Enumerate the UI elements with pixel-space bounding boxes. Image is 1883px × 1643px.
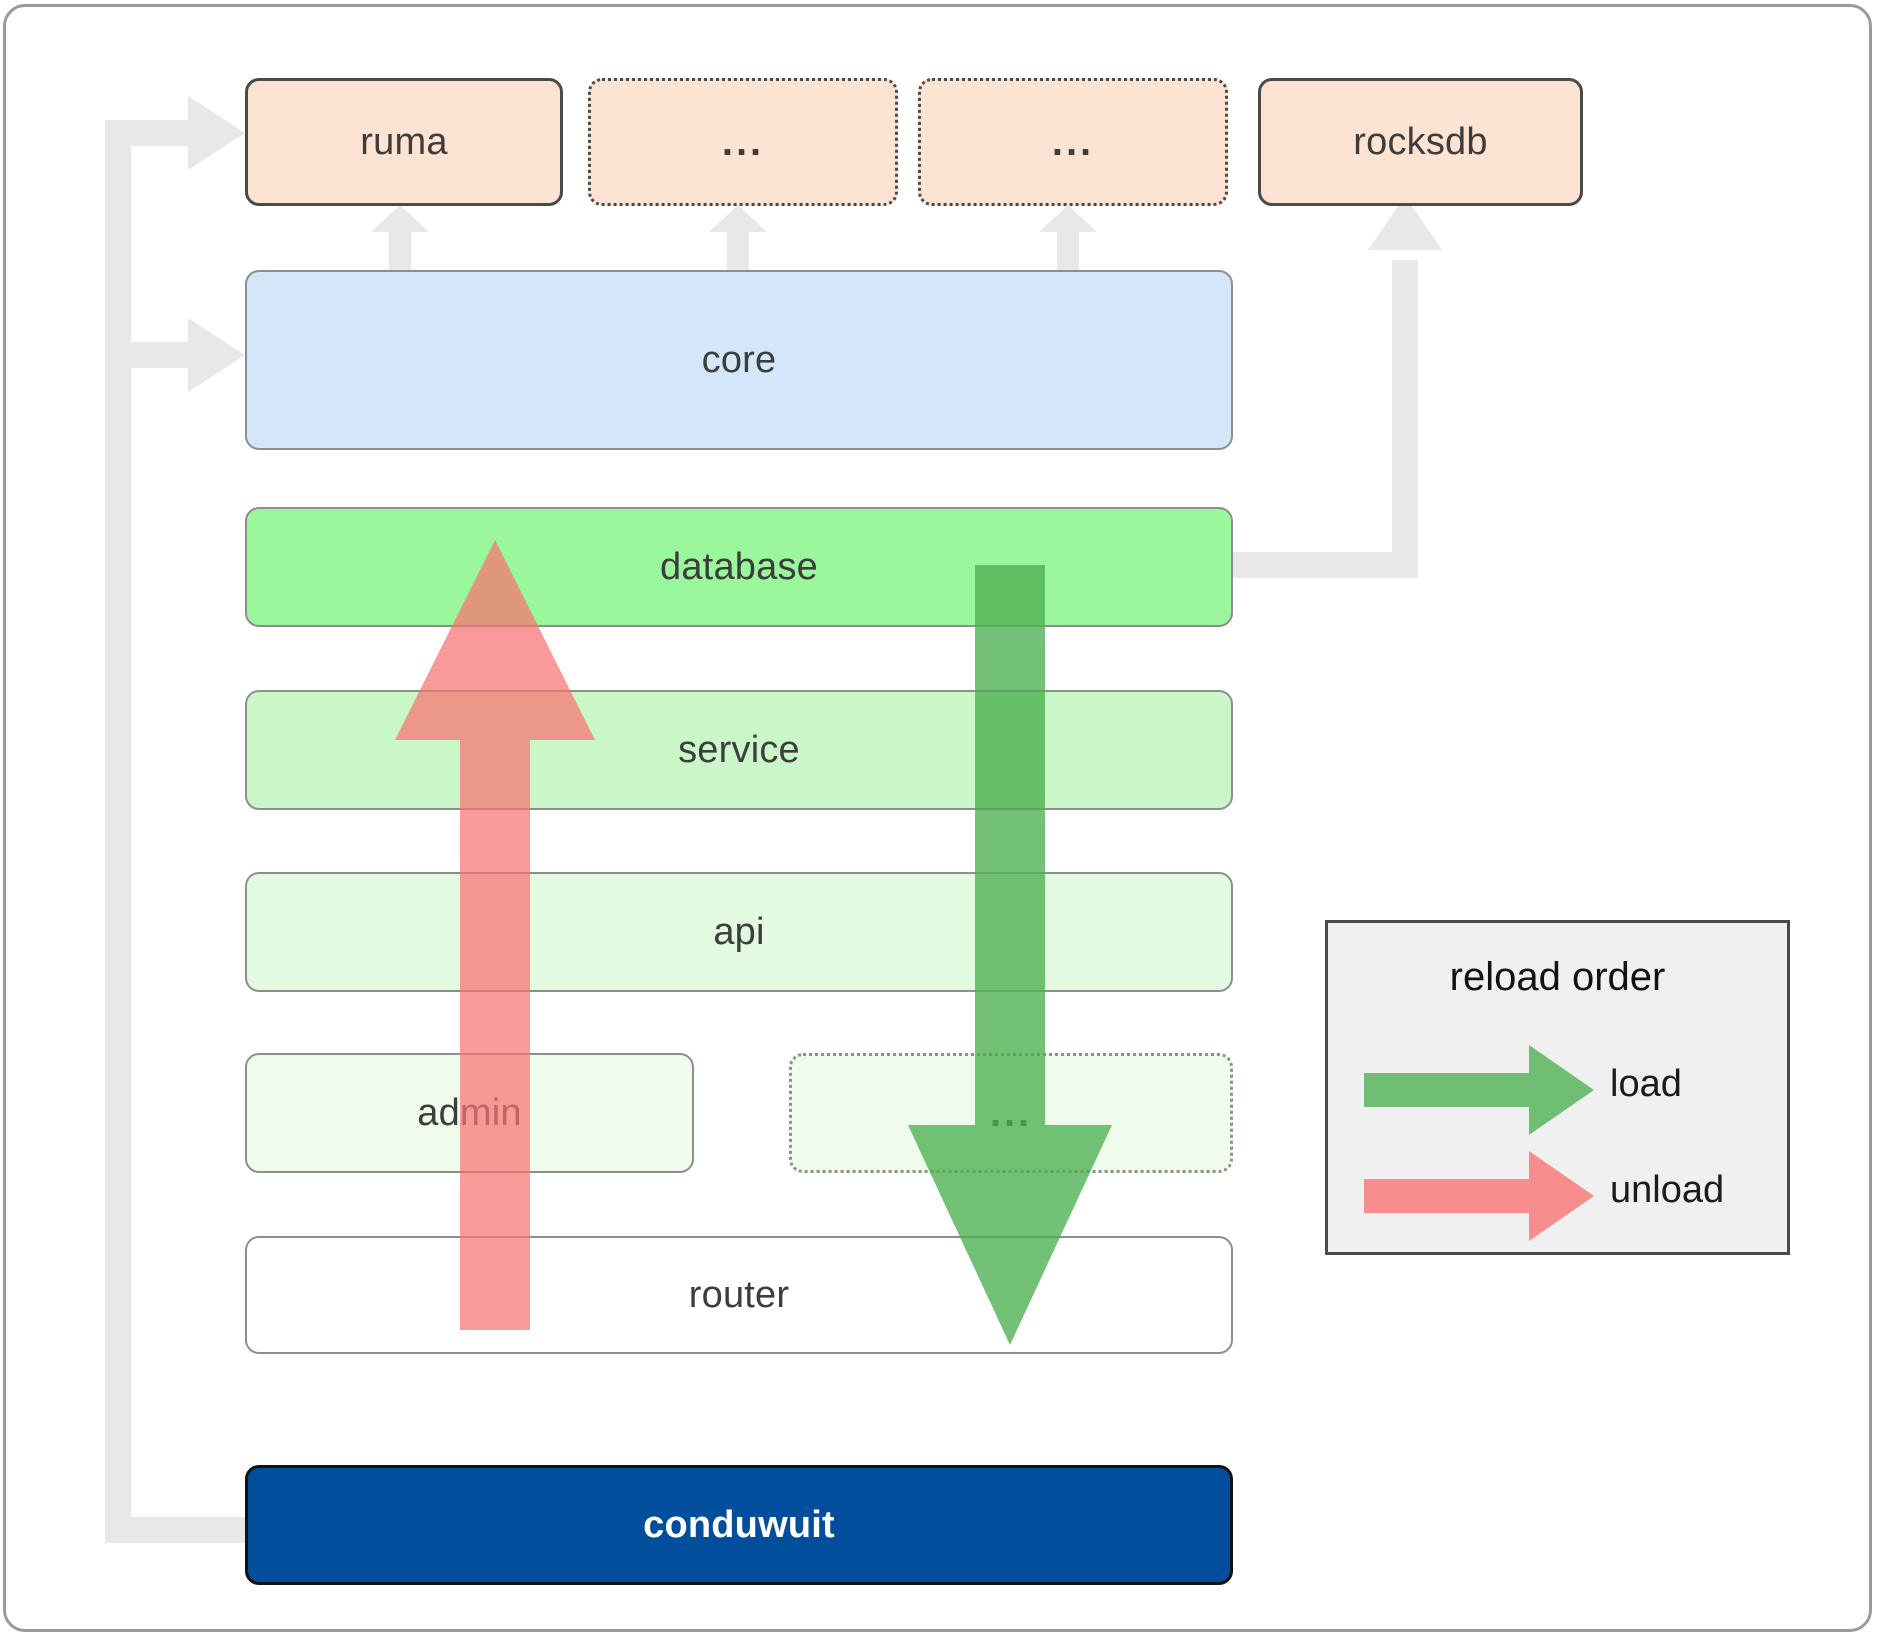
load-flow-arrow — [908, 565, 1112, 1345]
node-top-ellipsis-2[interactable]: ... — [918, 78, 1228, 206]
node-api-label: api — [713, 910, 765, 953]
node-core[interactable]: core — [245, 270, 1233, 450]
node-router-label: router — [688, 1273, 790, 1316]
node-conduwuit-label: conduwuit — [643, 1503, 835, 1546]
node-top-ellipsis-1-label: ... — [721, 119, 765, 164]
legend-unload-label: unload — [1610, 1169, 1725, 1211]
node-conduwuit[interactable]: conduwuit — [245, 1465, 1233, 1585]
legend-unload-arrow-icon — [1364, 1151, 1594, 1241]
node-rocksdb-label: rocksdb — [1353, 120, 1488, 163]
node-ruma[interactable]: ruma — [245, 78, 563, 206]
legend-load-label: load — [1610, 1063, 1682, 1105]
node-rocksdb[interactable]: rocksdb — [1258, 78, 1583, 206]
node-database-label: database — [660, 545, 818, 588]
node-core-label: core — [701, 338, 777, 381]
legend-row-unload: unload — [1328, 1151, 1787, 1241]
node-top-ellipsis-2-label: ... — [1051, 119, 1095, 164]
node-service-label: service — [678, 728, 800, 771]
legend-reload-order: reload order load unload — [1325, 920, 1790, 1255]
unload-flow-arrow — [395, 540, 595, 1330]
legend-row-load: load — [1328, 1045, 1787, 1135]
legend-load-arrow-icon — [1364, 1045, 1594, 1135]
node-top-ellipsis-1[interactable]: ... — [588, 78, 898, 206]
legend-title: reload order — [1449, 955, 1666, 999]
node-ruma-label: ruma — [360, 120, 448, 163]
